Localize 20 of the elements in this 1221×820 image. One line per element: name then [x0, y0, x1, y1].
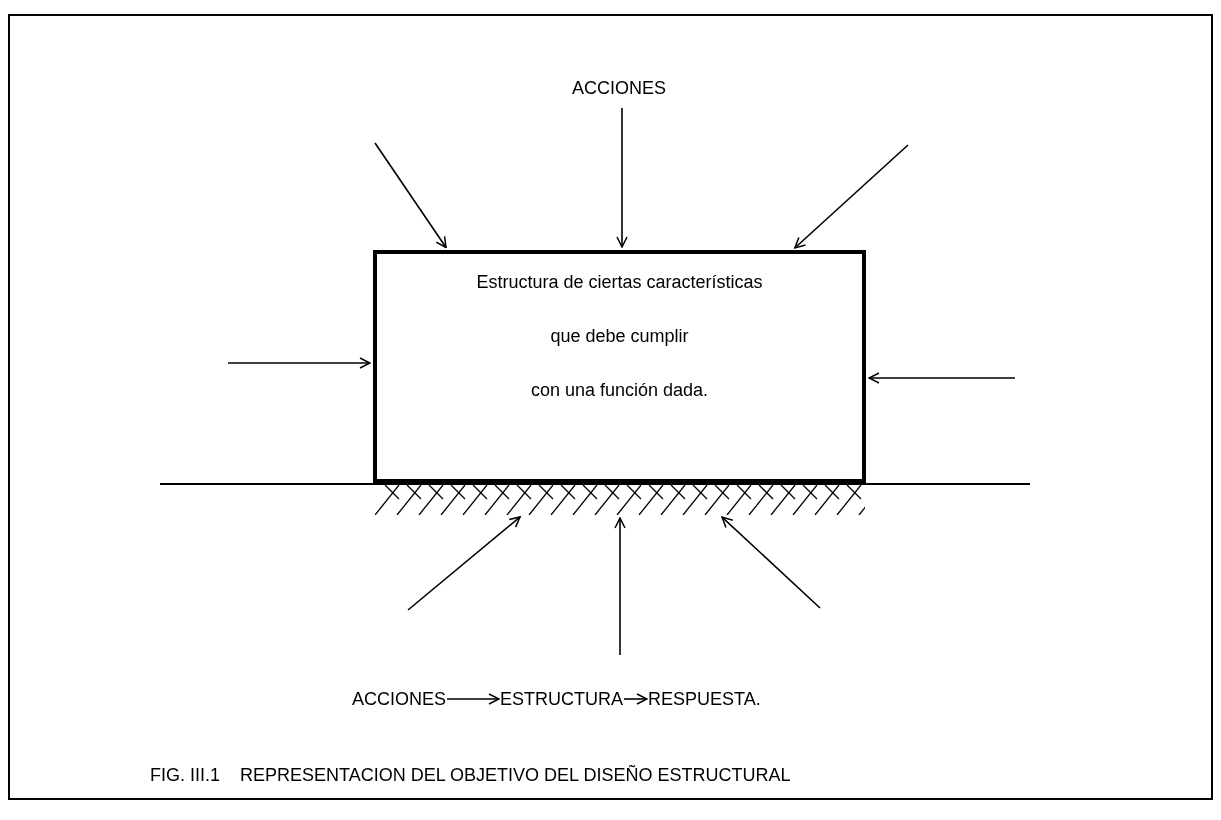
arrow [374, 142, 447, 249]
box-text: Estructura de ciertas características [476, 271, 763, 294]
arrow [721, 516, 821, 609]
ground-hatching [375, 485, 865, 515]
arrow [227, 357, 371, 369]
flow-term: ACCIONES [352, 688, 447, 710]
structure-box [373, 250, 866, 483]
arrow [616, 107, 628, 248]
top-label: ACCIONES [572, 77, 667, 100]
arrow [623, 693, 648, 705]
box-text: que debe cumplir [550, 325, 689, 348]
arrow [407, 516, 521, 611]
arrow [794, 144, 909, 249]
arrow [614, 517, 626, 656]
arrow [868, 372, 1016, 384]
figure-caption: FIG. III.1 REPRESENTACION DEL OBJETIVO DEL DISEÑO ESTRUCTURAL [150, 764, 791, 787]
flow-term: RESPUESTA. [648, 688, 761, 710]
arrow [446, 693, 500, 705]
flow-term: ESTRUCTURA [500, 688, 623, 710]
box-text: con una función dada. [530, 379, 709, 402]
